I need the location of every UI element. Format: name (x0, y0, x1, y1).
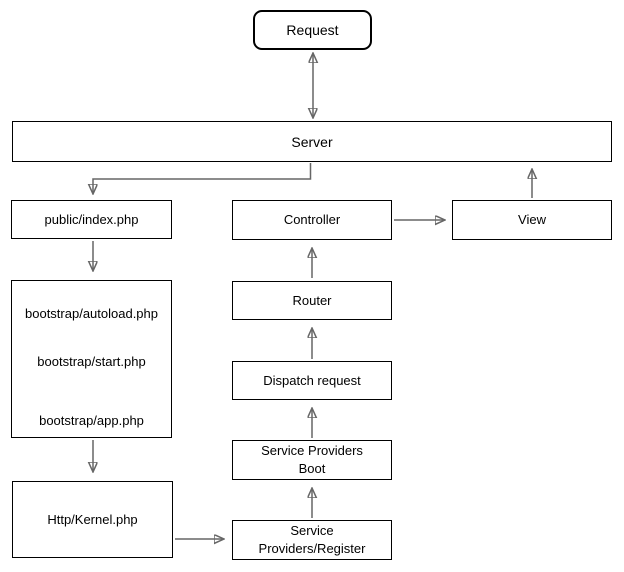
node-view-label: View (518, 212, 546, 227)
node-router-label: Router (292, 292, 332, 308)
node-public-index: public/index.php (11, 200, 172, 239)
node-controller-label: Controller (283, 212, 341, 227)
node-bootstrap-autoload-label: bootstrap/autoload.php (25, 306, 158, 321)
node-controller: Controller (232, 200, 392, 240)
node-service-providers-register-line1: Service (290, 523, 334, 538)
node-request-label: Request (286, 22, 339, 38)
node-router: Router (232, 281, 392, 320)
node-service-providers-register-line2: Providers/Register (258, 541, 366, 556)
node-service-providers-boot: Service Providers Boot (232, 440, 392, 480)
node-service-providers-boot-line2: Boot (298, 461, 326, 476)
node-bootstrap: bootstrap/autoload.php bootstrap/start.p… (11, 280, 172, 438)
node-service-providers-register: Service Providers/Register (232, 520, 392, 560)
node-service-providers-boot-line1: Service Providers (261, 443, 363, 458)
node-server: Server (12, 121, 612, 162)
node-request: Request (253, 10, 372, 50)
node-http-kernel: Http/Kernel.php (12, 481, 173, 558)
node-dispatch-request-label: Dispatch request (263, 372, 361, 388)
node-view: View (452, 200, 612, 240)
node-server-label: Server (291, 133, 333, 150)
node-http-kernel-label: Http/Kernel.php (47, 511, 138, 527)
node-dispatch-request: Dispatch request (232, 361, 392, 400)
node-bootstrap-start-label: bootstrap/start.php (37, 354, 146, 369)
node-public-index-label: public/index.php (44, 211, 139, 227)
edge-server-public-index (93, 163, 312, 193)
node-bootstrap-app-label: bootstrap/app.php (39, 413, 144, 428)
